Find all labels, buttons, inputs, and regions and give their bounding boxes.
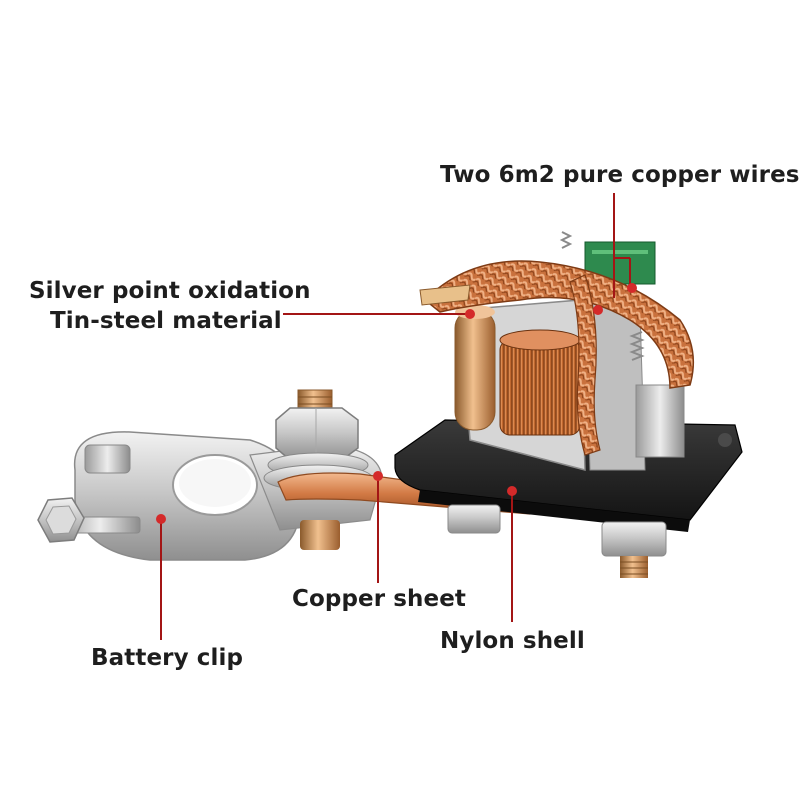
relay-mechanism	[454, 231, 685, 471]
callout-leaders	[160, 193, 631, 640]
label-nylon-shell: Nylon shell	[440, 628, 585, 654]
dot-copper	[373, 471, 383, 481]
label-silver-point: Silver point oxidation	[29, 278, 311, 304]
dot-clip	[156, 514, 166, 524]
dot-nylon	[507, 486, 517, 496]
dot-silver	[465, 309, 475, 319]
label-battery-clip: Battery clip	[91, 645, 244, 671]
dot-wires-a	[593, 305, 603, 315]
callout-dots	[156, 283, 637, 524]
battery-clip	[37, 431, 383, 561]
copper-wires	[419, 260, 695, 456]
label-copper-sheet: Copper sheet	[292, 586, 467, 612]
label-tin-steel: Tin-steel material	[50, 308, 282, 334]
dot-wires-b	[627, 283, 637, 293]
label-copper-wires: Two 6m2 pure copper wires	[440, 162, 800, 188]
